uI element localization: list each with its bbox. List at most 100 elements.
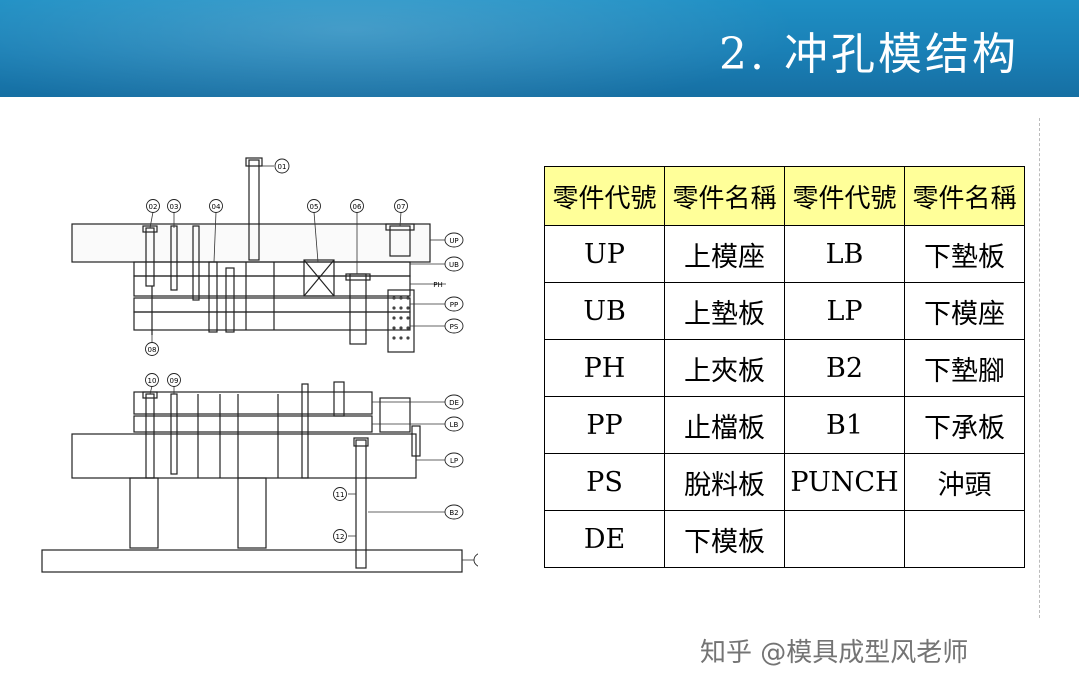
part-name: 沖頭 — [904, 453, 1025, 511]
table-row: UB 上墊板 LP 下模座 — [544, 282, 1025, 340]
part-name: 脫料板 — [664, 453, 785, 511]
parts-code-table: 零件代號 零件名稱 零件代號 零件名稱 UP 上模座 LB 下墊板 UB 上墊板… — [544, 166, 1025, 568]
callout-12-text: 12 — [336, 533, 345, 541]
part-name — [904, 510, 1025, 568]
spacer-block-b2-left — [129, 477, 159, 549]
callout-07 — [394, 199, 408, 213]
callout-06-text: 06 — [353, 203, 362, 211]
part-code: PP — [544, 396, 665, 454]
label-b1 — [473, 553, 478, 567]
callout-10-text: 10 — [148, 377, 157, 385]
callout-12 — [333, 529, 347, 543]
part-code: DE — [544, 510, 665, 568]
label-b2 — [444, 504, 464, 520]
table-row: PP 止檔板 B1 下承板 — [544, 396, 1025, 454]
callout-02-text: 02 — [149, 203, 158, 211]
upper-die-plate-ps — [133, 311, 411, 331]
table-header-row: 零件代號 零件名稱 零件代號 零件名稱 — [544, 166, 1025, 226]
callout-03-text: 03 — [170, 203, 179, 211]
table-row: UP 上模座 LB 下墊板 — [544, 225, 1025, 283]
part-code: LB — [784, 225, 905, 283]
pin-04 — [192, 225, 200, 301]
part-name: 止檔板 — [664, 396, 785, 454]
part-name: 下模座 — [904, 282, 1025, 340]
callout-08 — [145, 342, 159, 356]
callout-05 — [307, 199, 321, 213]
callout-11 — [333, 487, 347, 501]
lower-die-plate-lb — [133, 415, 373, 433]
table-row: DE 下模板 — [544, 510, 1025, 568]
label-de-text: DE — [449, 399, 459, 407]
screw-10 — [145, 393, 155, 479]
title-banner: 2. 冲孔模结构 — [0, 0, 1079, 97]
part-code: UB — [544, 282, 665, 340]
guide-06 — [349, 273, 367, 345]
label-de — [444, 394, 464, 410]
label-lb-text: LB — [450, 421, 459, 429]
banner-sheen — [0, 0, 800, 97]
upper-die-plate-ph — [133, 275, 411, 297]
header-part-name-2: 零件名稱 — [904, 166, 1025, 226]
bolt-11 — [355, 439, 367, 569]
bolt-01 — [248, 159, 260, 261]
table-row: PS 脫料板 PUNCH 沖頭 — [544, 453, 1025, 511]
callout-08-text: 08 — [148, 346, 157, 354]
part-name: 上墊板 — [664, 282, 785, 340]
header-part-code-2: 零件代號 — [784, 166, 905, 226]
part-name: 下墊腳 — [904, 339, 1025, 397]
label-pp — [444, 296, 464, 312]
label-b2-text: B2 — [449, 509, 458, 517]
part-code: PH — [544, 339, 665, 397]
label-ub-text: UB — [449, 261, 459, 269]
label-ps-text: PS — [450, 323, 459, 331]
upper-die-plate-up — [71, 223, 431, 263]
label-lp-text: LP — [450, 457, 458, 465]
label-up-text: UP — [449, 237, 458, 245]
callout-06 — [350, 199, 364, 213]
spring-05 — [303, 259, 335, 297]
callout-09 — [167, 373, 181, 387]
spacer-block-b2-right — [237, 477, 267, 549]
part-name: 下墊板 — [904, 225, 1025, 283]
callout-09-text: 09 — [170, 377, 179, 385]
part-name: 上模座 — [664, 225, 785, 283]
label-b1-text: B1 — [477, 557, 478, 565]
callout-02 — [146, 199, 160, 213]
label-lp — [444, 452, 464, 468]
callout-01-text: 01 — [278, 163, 287, 171]
part-code: UP — [544, 225, 665, 283]
label-ub — [444, 256, 464, 272]
table-row: PH 上夾板 B2 下墊腳 — [544, 339, 1025, 397]
label-ps — [444, 318, 464, 334]
watermark-text: 知乎 @模具成型风老师 — [700, 638, 969, 668]
base-plate-b1 — [41, 549, 463, 573]
callout-11-text: 11 — [336, 491, 345, 499]
part-name: 下承板 — [904, 396, 1025, 454]
header-part-name-1: 零件名稱 — [664, 166, 785, 226]
part-code — [784, 510, 905, 568]
part-code: PS — [544, 453, 665, 511]
lower-die-plate-de — [133, 391, 373, 415]
callout-10 — [145, 373, 159, 387]
label-lb — [444, 416, 464, 432]
lower-die-plate-lp — [71, 433, 417, 479]
callout-05-text: 05 — [310, 203, 319, 211]
callout-07-text: 07 — [397, 203, 406, 211]
slide-edge-line — [1039, 118, 1040, 618]
part-code: LP — [784, 282, 905, 340]
label-pp-text: PP — [450, 301, 458, 309]
part-name: 下模板 — [664, 510, 785, 568]
part-code: B1 — [784, 396, 905, 454]
part-name: 上夾板 — [664, 339, 785, 397]
part-code: B2 — [784, 339, 905, 397]
callout-01 — [274, 158, 290, 174]
label-ph-text: PH — [433, 281, 443, 289]
punch — [301, 383, 309, 479]
callout-04-text: 04 — [212, 203, 221, 211]
slide-title: 2. 冲孔模结构 — [719, 29, 1019, 80]
part-code: PUNCH — [784, 453, 905, 511]
callout-04 — [209, 199, 223, 213]
label-up — [444, 232, 464, 248]
callout-03 — [167, 199, 181, 213]
die-structure-drawing: 01 02 03 04 05 06 07 08 10 09 11 12 UP U… — [41, 157, 478, 573]
